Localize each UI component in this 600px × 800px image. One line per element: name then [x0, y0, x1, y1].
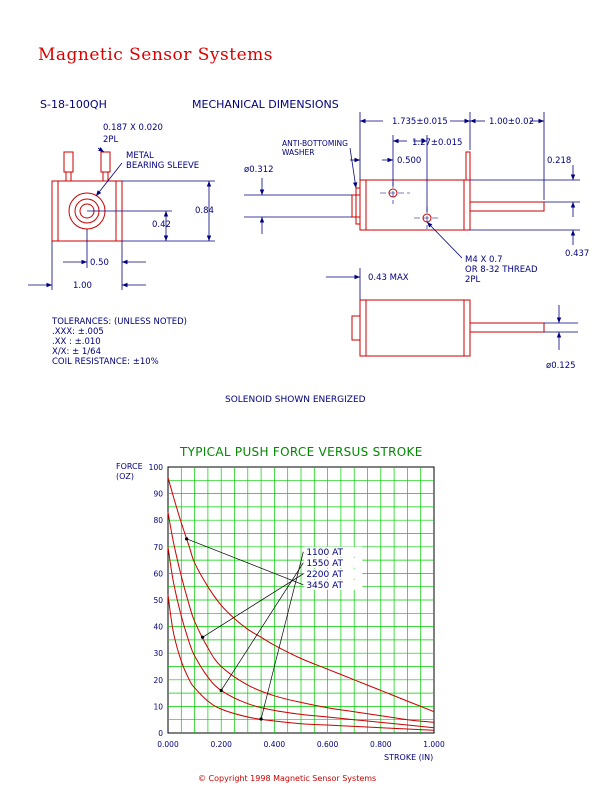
section-title: MECHANICAL DIMENSIONS: [192, 98, 339, 111]
dim-max: 0.43 MAX: [368, 273, 409, 283]
side-view-dimensions: [244, 112, 580, 259]
tolerance-line: X/X: ± 1/64: [52, 347, 101, 357]
y-tick-label: 40: [153, 623, 163, 632]
chart-grid: [168, 467, 434, 733]
x-tick-label: 1.000: [423, 740, 445, 749]
side-view-centerlines: [380, 182, 440, 229]
dim-height: 0.84: [195, 206, 214, 216]
x-tick-label: 0.800: [370, 740, 392, 749]
thread-qty: 2PL: [465, 275, 481, 285]
terminal-qty-label: 2PL: [103, 135, 119, 145]
legend-leader-line: [186, 538, 304, 586]
y-tick-label: 100: [149, 463, 164, 472]
terminal-size-label: 0.187 X 0.020: [103, 123, 163, 133]
washer-label-2: WASHER: [282, 148, 315, 157]
legend-background: [304, 579, 363, 590]
legend-leader-dot: [259, 717, 263, 721]
y-tick-label: 70: [153, 543, 163, 552]
chart-callouts: [185, 537, 304, 721]
sleeve-label-1: METAL: [126, 151, 154, 161]
energized-view-body: [359, 299, 471, 357]
y-axis-label-line1: FORCE: [116, 462, 143, 471]
dim-side-offset: 0.437: [565, 249, 589, 259]
thread-label-2: OR 8-32 THREAD: [465, 265, 538, 275]
legend-entry: 3450 AT: [306, 581, 343, 591]
x-tick-label: 0.400: [264, 740, 286, 749]
side-view: [351, 151, 545, 231]
x-tick-label: 0.600: [317, 740, 339, 749]
y-tick-label: 50: [153, 596, 163, 605]
y-tick-label: 60: [153, 569, 163, 578]
x-tick-label: 0.200: [210, 740, 232, 749]
tolerance-line: .XXX: ±.005: [52, 327, 104, 337]
dim-top-offset: 0.218: [547, 156, 571, 166]
dim-overall: 1.735±0.015: [392, 117, 448, 127]
dim-hole-offset: 0.500: [397, 156, 421, 166]
thread-label-1: M4 X 0.7: [465, 255, 503, 265]
front-view-dimensions: [28, 147, 215, 290]
curve-3450-at: [167, 477, 435, 713]
y-tick-label: 0: [158, 729, 163, 738]
legend-entry: 1550 AT: [306, 559, 343, 569]
side-view-body: [359, 179, 471, 231]
legend-entry: 2200 AT: [306, 570, 343, 580]
chart-ticks: 0 10 20 30 40 50 60 70 80 90 100 0.000 0.200 0.400 0.6…: [149, 463, 445, 749]
chart-title: TYPICAL PUSH FORCE VERSUS STROKE: [179, 445, 423, 459]
dim-washer-dia: ø0.312: [244, 165, 274, 175]
terminal-left: [63, 151, 74, 173]
front-view: [51, 151, 123, 242]
dim-width: 1.00: [73, 281, 92, 291]
energized-view-dimensions: [326, 268, 578, 350]
legend-leader-dot: [185, 537, 189, 541]
x-axis-label: STROKE (IN): [384, 753, 433, 762]
y-tick-label: 20: [153, 676, 163, 685]
legend-entry: 1100 AT: [306, 548, 343, 558]
legend-background: [304, 568, 363, 579]
legend-leader-line: [202, 573, 304, 638]
y-axis-label-line2: (OZ): [116, 472, 134, 481]
plunger-upper: [469, 201, 545, 212]
brand-title: Magnetic Sensor Systems: [38, 45, 273, 65]
copyright: © Copyright 1998 Magnetic Sensor Systems: [198, 774, 376, 783]
plunger-lower: [469, 322, 545, 333]
dim-plunger-dia: ø0.125: [546, 361, 576, 371]
dim-center: 0.42: [152, 220, 171, 230]
curve-1550-at: [167, 546, 435, 729]
side-terminal: [465, 151, 471, 181]
legend-leader-line: [220, 562, 304, 691]
y-tick-label: 10: [153, 702, 163, 711]
terminal-right: [100, 151, 111, 173]
part-number: S-18-100QH: [40, 98, 107, 111]
legend-leader-line: [260, 551, 304, 720]
tolerance-line: COIL RESISTANCE: ±10%: [52, 357, 159, 367]
chart-curves: [167, 477, 435, 731]
force-stroke-chart: TYPICAL PUSH FORCE VERSUS STROKE 0 10 20 30…: [116, 445, 445, 762]
y-tick-label: 30: [153, 649, 163, 658]
tolerance-title: TOLERANCES: (UNLESS NOTED): [51, 317, 187, 327]
x-tick-label: 0.000: [157, 740, 179, 749]
legend-leader-dot: [200, 635, 205, 639]
legend-background: [304, 546, 363, 557]
legend-leader-dot: [219, 688, 223, 693]
legend-background: [304, 557, 363, 568]
washer-label-1: ANTI-BOTTOMING: [282, 139, 348, 148]
caption: SOLENOID SHOWN ENERGIZED: [225, 395, 366, 405]
dim-hole-spacing: 1.27±0.015: [412, 138, 462, 148]
y-tick-label: 80: [153, 516, 163, 525]
y-tick-label: 90: [153, 490, 163, 499]
sleeve-label-2: BEARING SLEEVE: [126, 161, 199, 171]
curve-1100-at: [167, 594, 435, 731]
curve-2200-at: [167, 512, 435, 723]
energized-view: [351, 299, 545, 357]
tolerance-line: .XX : ±.010: [52, 337, 101, 347]
dim-half-width: 0.50: [90, 258, 109, 268]
dim-plunger-ext: 1.00±0.02: [489, 117, 534, 127]
